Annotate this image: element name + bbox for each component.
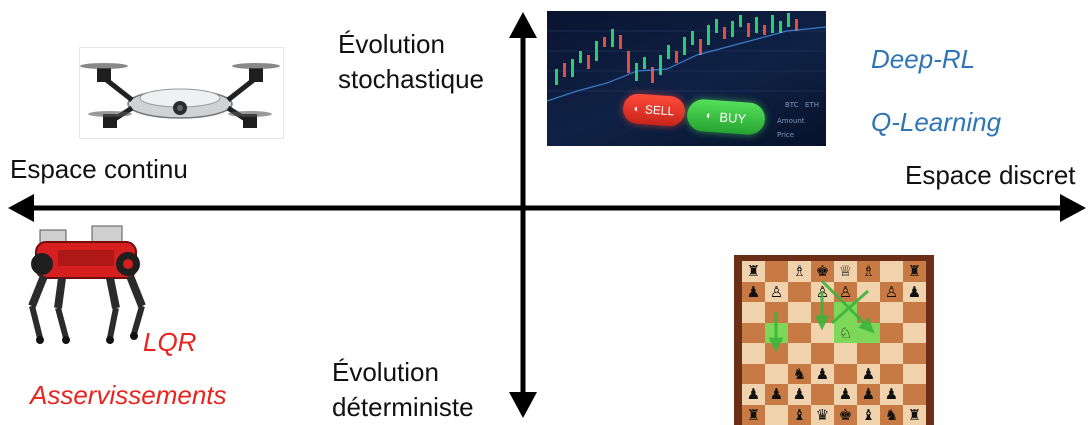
bottom-axis-label-line1: Évolution	[332, 355, 439, 389]
drone-image	[79, 47, 284, 139]
sell-icon: ◐	[633, 103, 640, 114]
bottom-arrowhead	[509, 392, 537, 418]
buy-label: BUY	[719, 109, 747, 126]
left-axis-label: Espace continu	[10, 152, 188, 186]
move-arrows	[742, 261, 926, 425]
svg-text:Price: Price	[777, 131, 794, 139]
sell-label: SELL	[644, 102, 674, 118]
right-axis-label: Espace discret	[905, 158, 1076, 192]
method-asservissements: Asservissements	[30, 380, 227, 411]
chessboard-image: ♜♗♚♕♗♜♟♙♙♙♙♟♘♞♟♟♟♟♟♟♟♟♜♝♛♚♝♞♜	[734, 255, 934, 425]
svg-text:BTC: BTC	[785, 101, 799, 109]
method-q-learning: Q-Learning	[871, 107, 1001, 138]
top-axis-label-line2: stochastique	[338, 62, 484, 96]
method-deep-rl: Deep-RL	[871, 44, 975, 75]
bottom-axis-label-line2: déterministe	[332, 390, 474, 424]
svg-text:Amount: Amount	[777, 117, 805, 125]
svg-text:ETH: ETH	[805, 101, 819, 109]
top-arrowhead	[509, 12, 537, 38]
sell-button: ◐ SELL	[622, 93, 686, 127]
quadruped-robot-image	[18, 220, 153, 350]
left-arrowhead	[8, 194, 34, 222]
buy-button: ◐ BUY	[686, 98, 766, 135]
buy-icon: ◐	[705, 110, 712, 122]
top-axis-label-line1: Évolution	[338, 27, 445, 61]
right-arrowhead	[1060, 194, 1086, 222]
